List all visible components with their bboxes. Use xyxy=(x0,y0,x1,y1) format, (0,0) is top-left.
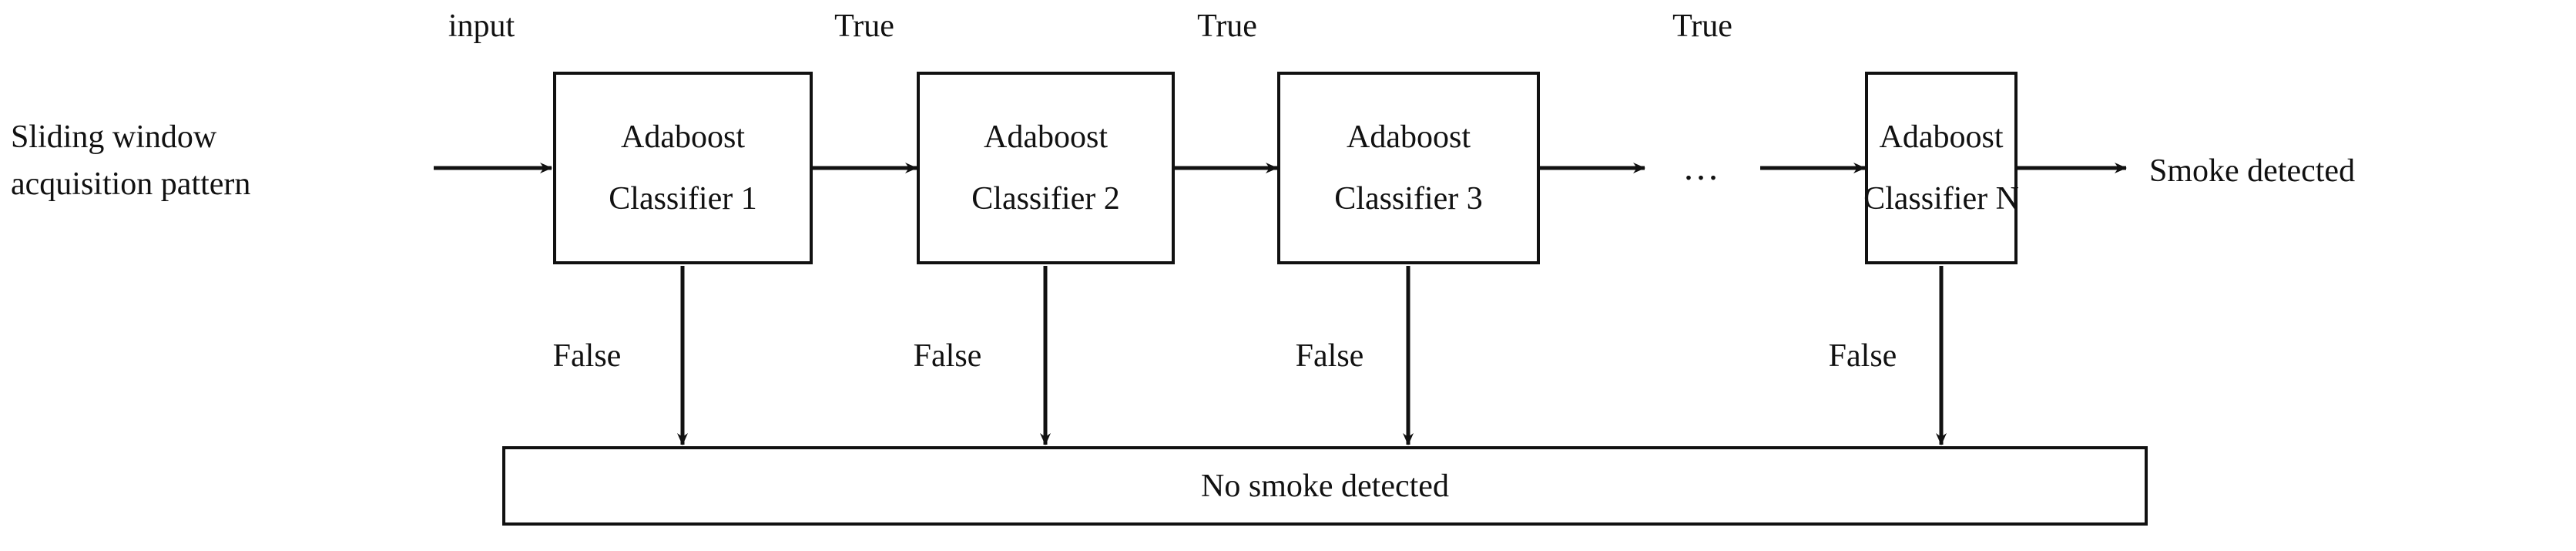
classifier-n-line1: Adaboost xyxy=(1879,119,2004,155)
adaboost-classifier-2-box[interactable]: Adaboost Classifier 2 xyxy=(917,72,1175,264)
no-smoke-detected-label: No smoke detected xyxy=(1201,468,1449,504)
false-label-2: False xyxy=(913,338,982,374)
false-label-1: False xyxy=(552,338,622,374)
true-label-1: True xyxy=(834,8,894,44)
classifier-n-line2: Classifier N xyxy=(1863,181,2019,217)
true-label-2: True xyxy=(1197,8,1257,44)
source-label: Sliding window acquisition pattern xyxy=(11,119,251,202)
adaboost-classifier-n-box[interactable]: Adaboost Classifier N xyxy=(1863,72,2019,264)
adaboost-classifier-1-box[interactable]: Adaboost Classifier 1 xyxy=(553,72,813,264)
adaboost-classifier-3-box[interactable]: Adaboost Classifier 3 xyxy=(1277,72,1540,264)
classifier-2-line2: Classifier 2 xyxy=(971,181,1120,217)
classifier-2-line1: Adaboost xyxy=(984,119,1108,155)
classifier-3-line1: Adaboost xyxy=(1347,119,1471,155)
false-label-3: False xyxy=(1295,338,1364,374)
input-label: input xyxy=(448,8,515,44)
classifier-3-line2: Classifier 3 xyxy=(1334,181,1483,217)
false-label-4: False xyxy=(1828,338,1897,374)
true-label-3: True xyxy=(1672,8,1732,44)
ellipsis-label: ... xyxy=(1684,147,1721,188)
classifier-1-line1: Adaboost xyxy=(621,119,745,155)
smoke-detected-label: Smoke detected xyxy=(2149,153,2356,189)
no-smoke-detected-box[interactable]: No smoke detected xyxy=(502,446,2148,526)
classifier-1-line2: Classifier 1 xyxy=(609,181,757,217)
